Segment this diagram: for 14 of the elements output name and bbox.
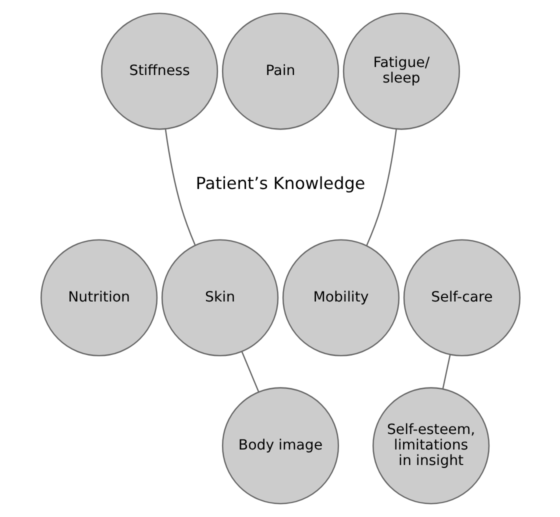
- node-circle: Body image: [221, 387, 339, 504]
- node-circle: Pain: [221, 12, 339, 130]
- connector: [366, 129, 396, 246]
- node-circle: Fatigue/ sleep: [342, 12, 460, 130]
- connector: [442, 354, 450, 390]
- label: Patient’s Knowledge: [195, 172, 365, 193]
- node-circle: Nutrition: [40, 239, 158, 356]
- node-circle: Skin: [160, 239, 278, 356]
- connector: [240, 351, 259, 392]
- connector: [164, 129, 196, 246]
- node-circle: Self-care: [402, 239, 520, 356]
- node-circle: Stiffness: [100, 12, 218, 130]
- node-circle: Mobility: [282, 239, 400, 356]
- node-circle: Self-esteem, limitations in insight: [372, 387, 490, 504]
